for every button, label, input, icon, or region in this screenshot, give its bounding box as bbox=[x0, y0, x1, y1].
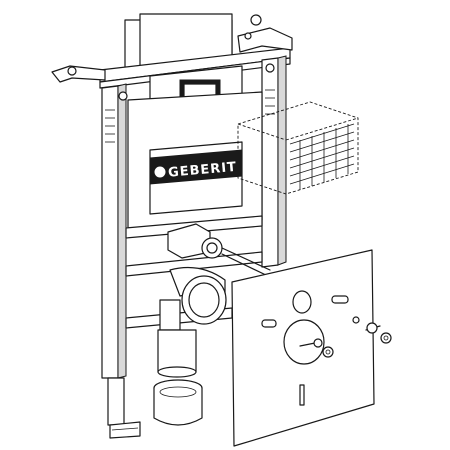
cistern-body: GEBERIT bbox=[127, 91, 263, 231]
flush-bend bbox=[159, 267, 227, 331]
brand-logo-panel bbox=[149, 149, 243, 185]
insulation-plate bbox=[231, 249, 375, 447]
right-wall-bracket bbox=[237, 14, 293, 53]
mounting-stud-left bbox=[299, 338, 334, 358]
waste-pipe bbox=[157, 329, 197, 378]
dashed-wall-box bbox=[237, 101, 359, 195]
left-foot bbox=[107, 377, 141, 439]
stud-hole-right bbox=[352, 316, 360, 324]
button-slot bbox=[331, 295, 349, 304]
mounting-stud-right bbox=[365, 322, 392, 344]
left-wall-bracket bbox=[51, 65, 106, 83]
left-frame-post bbox=[101, 83, 128, 379]
drain-slot bbox=[299, 384, 305, 406]
outlet-hole bbox=[283, 319, 325, 365]
brand-logo-mark bbox=[153, 165, 167, 179]
right-frame-post bbox=[261, 55, 287, 268]
connector-sleeve bbox=[153, 379, 203, 426]
water-supply-valve bbox=[167, 223, 271, 277]
supply-hole bbox=[292, 290, 312, 314]
stud-slot-left bbox=[261, 319, 277, 328]
brand-logo-text: GEBERIT bbox=[168, 160, 238, 181]
